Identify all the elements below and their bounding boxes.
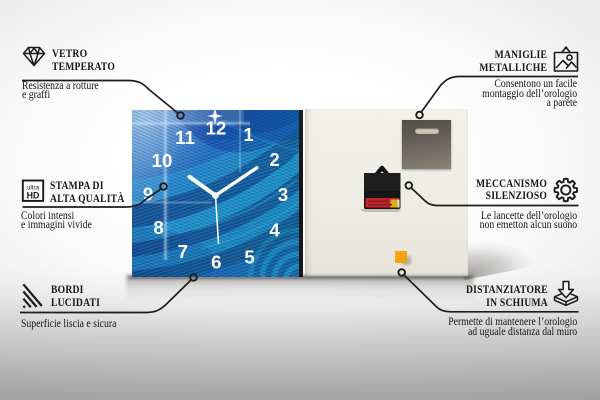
svg-text:11: 11	[175, 127, 195, 148]
svg-text:3: 3	[278, 184, 288, 205]
svg-text:2: 2	[269, 149, 279, 170]
svg-text:1: 1	[243, 124, 253, 145]
svg-text:6: 6	[211, 251, 221, 272]
svg-text:ultra: ultra	[27, 184, 40, 191]
svg-text:4: 4	[269, 220, 280, 241]
svg-text:10: 10	[152, 150, 173, 171]
svg-text:12: 12	[206, 117, 227, 138]
svg-text:7: 7	[178, 241, 188, 262]
svg-text:8: 8	[153, 217, 163, 238]
svg-text:HD: HD	[27, 190, 40, 200]
svg-text:5: 5	[244, 247, 254, 268]
svg-text:9: 9	[143, 183, 153, 204]
